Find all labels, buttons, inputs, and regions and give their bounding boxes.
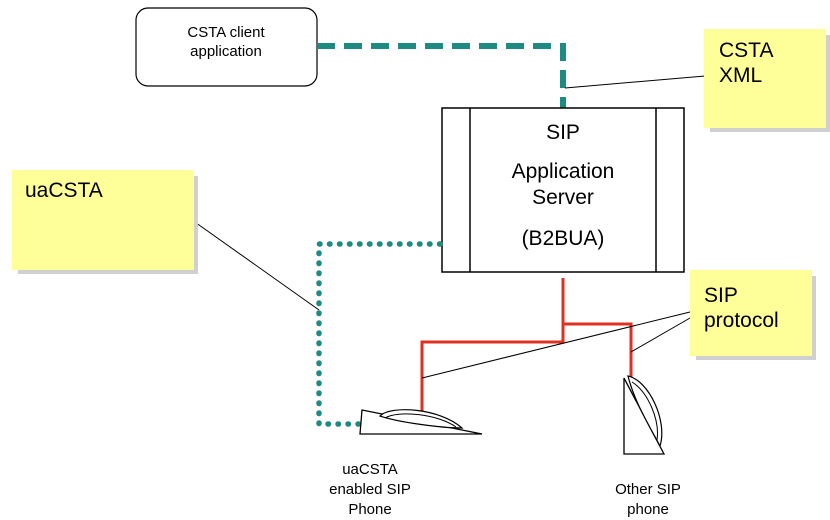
note-uacsta-line1: uaCSTA	[25, 179, 103, 202]
sip-application-server-box: SIP Application Server (B2BUA)	[441, 107, 685, 273]
note-csta-xml: CSTA XML	[704, 29, 830, 132]
sip-protocol-links	[420, 278, 633, 414]
caption-uacsta-phone-line2: enabled SIP	[329, 481, 411, 498]
caption-other-phone: Other SIP phone	[615, 481, 681, 518]
caption-uacsta-phone-line3: Phone	[348, 501, 391, 518]
csta-xml-link	[317, 43, 566, 108]
desk-phone-icon	[359, 409, 483, 435]
callout-leaders	[191, 75, 706, 379]
note-csta-xml-line1: CSTA	[719, 39, 773, 62]
uacsta-link	[316, 241, 443, 427]
caption-uacsta-phone-line1: uaCSTA	[342, 461, 398, 478]
caption-other-phone-line1: Other SIP	[615, 481, 681, 498]
note-sip-protocol-line2: protocol	[704, 309, 779, 332]
caption-uacsta-phone: uaCSTA enabled SIP Phone	[329, 461, 411, 518]
csta-client-line1: CSTA client	[187, 24, 265, 41]
note-uacsta: uaCSTA	[12, 170, 198, 274]
note-csta-xml-line2: XML	[719, 64, 762, 87]
server-title: SIP	[546, 121, 580, 144]
csta-client-line2: application	[190, 43, 262, 60]
caption-other-phone-line2: phone	[627, 501, 669, 518]
server-line2: Server	[532, 186, 594, 209]
server-line3: (B2BUA)	[522, 227, 605, 250]
note-sip-protocol: SIP protocol	[690, 270, 816, 360]
server-line1: Application	[512, 160, 615, 183]
note-sip-protocol-line1: SIP	[704, 284, 738, 307]
other-phone-icon	[623, 375, 666, 455]
csta-client-box: CSTA client application	[135, 7, 318, 87]
